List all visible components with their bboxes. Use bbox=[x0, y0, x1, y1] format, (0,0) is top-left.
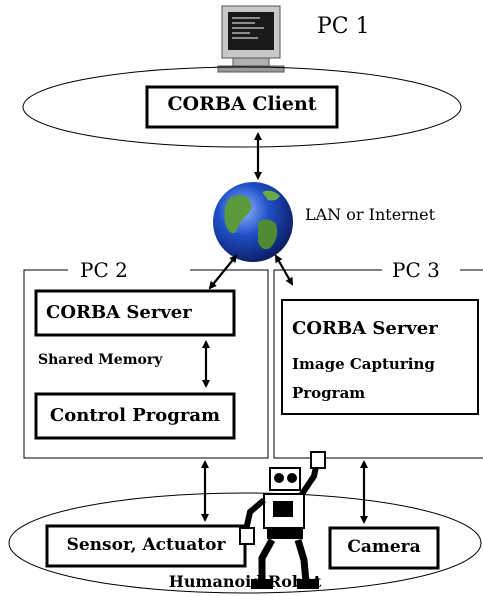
corba-client-box bbox=[145, 85, 339, 129]
camera-box bbox=[328, 526, 440, 570]
computer-icon bbox=[217, 5, 285, 73]
pc2-label: PC 2 bbox=[76, 258, 132, 282]
program-label: Program bbox=[292, 384, 366, 402]
camera-label: Camera bbox=[347, 537, 421, 557]
sensor-actuator-box bbox=[45, 524, 247, 568]
control-program-label: Control Program bbox=[49, 405, 221, 426]
humanoid-robot-icon bbox=[239, 451, 326, 589]
pc3-frame bbox=[273, 269, 483, 459]
pc3-label: PC 3 bbox=[388, 258, 444, 282]
image-capturing-label: Image Capturing bbox=[292, 355, 435, 373]
control-program-box bbox=[34, 392, 236, 440]
pc3-server-box bbox=[281, 299, 479, 415]
sensor-actuator-label: Sensor, Actuator bbox=[66, 535, 226, 555]
humanoid-robot-label: Humanoid Robot bbox=[168, 572, 322, 591]
robot-ellipse bbox=[8, 492, 482, 594]
corba-client-label: CORBA Client bbox=[167, 93, 317, 115]
pc2-corba-server-box bbox=[34, 289, 236, 337]
pc2-corba-server-label: CORBA Server bbox=[46, 302, 192, 323]
pc1-ellipse bbox=[22, 66, 462, 148]
globe-pc2-arrow bbox=[208, 254, 238, 290]
pc3-corba-server-label: CORBA Server bbox=[292, 318, 438, 339]
network-label: LAN or Internet bbox=[305, 205, 436, 224]
pc2-frame bbox=[23, 269, 269, 459]
shared-memory-label: Shared Memory bbox=[38, 352, 163, 368]
pc1-label: PC 1 bbox=[317, 14, 370, 39]
globe-pc3-arrow bbox=[275, 254, 293, 286]
globe-icon bbox=[213, 182, 293, 262]
